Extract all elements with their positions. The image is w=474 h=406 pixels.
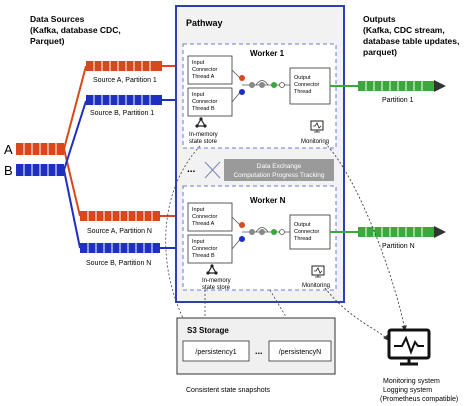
s3-storage-title: S3 Storage [187, 326, 229, 335]
source-a-label: A [4, 142, 13, 157]
outputs-subtitle-3: parquet) [363, 47, 397, 57]
worker-n-input-b-line1: Input [192, 239, 205, 245]
worker-1-dataflow-graph [231, 69, 290, 103]
monitoring-system-line1: Monitoring system [383, 378, 440, 385]
worker-1-state-store-line1: In-memory [189, 132, 218, 138]
worker-1-output-line2: Connector [294, 82, 320, 88]
worker-n-output-line1: Output [294, 222, 311, 228]
worker-1-input-b-line2: Connector [192, 99, 218, 105]
worker-n-input-a [187, 202, 233, 232]
data-sources-subtitle-2: Parquet) [30, 36, 65, 46]
worker-n-title: Worker N [250, 196, 286, 205]
data-exchange-arrows-icon [204, 161, 221, 179]
worker-n-monitoring-label: Monitoring [302, 283, 330, 289]
worker-n-state-store-icon [206, 264, 218, 275]
partition-bn-label: Source B, Partition N [86, 260, 151, 267]
worker-n-input-b-line2: Connector [192, 246, 218, 252]
partition-an-queue [80, 211, 160, 221]
source-a-queue [16, 143, 64, 155]
s3-ellipsis: ... [255, 346, 263, 356]
s3-persistency-1 [182, 340, 250, 362]
source-b-label: B [4, 163, 13, 178]
worker-n-input-a-line2: Connector [192, 214, 218, 220]
s3-persistency-1-label: /persistency1 [195, 349, 236, 356]
partition-a1-queue [86, 61, 162, 71]
workers-ellipsis: ... [187, 164, 196, 175]
source-b-queue [16, 164, 64, 176]
monitoring-system-line3: (Prometheus compatible) [380, 396, 458, 403]
worker-n-input-a-line3: Thread A [192, 221, 215, 227]
worker-1-output-line3: Thread [294, 89, 311, 95]
outputs-title: Outputs [363, 14, 396, 24]
worker-n-state-store-line1: In-memory [202, 278, 231, 284]
worker-n-dataflow-graph [231, 216, 290, 250]
monitoring-system-line2: Logging system [383, 387, 432, 394]
monitoring-system-icon [387, 328, 431, 366]
split-line-a1 [63, 65, 87, 150]
worker-n-monitoring-icon [311, 265, 325, 278]
partition-a1-label: Source A, Partition 1 [93, 77, 157, 84]
monitoring-link-n [324, 287, 389, 341]
data-sources-subtitle-1: (Kafka, database CDC, [30, 25, 121, 35]
worker-1-monitoring-label: Monitoring [301, 139, 329, 145]
worker-1-state-store-line2: state store [189, 139, 218, 145]
worker-1-input-b-line3: Thread B [192, 106, 215, 112]
data-exchange-line1: Data Exchange [257, 163, 302, 170]
split-line-bn [63, 169, 81, 249]
worker-n-state-store-line2: state store [202, 285, 231, 291]
worker-1-input-a-line3: Thread A [192, 74, 215, 80]
worker-1-state-store-icon [195, 117, 207, 128]
outputs-subtitle-1: (Kafka, CDC stream, [363, 25, 445, 35]
worker-n-input-b [187, 234, 233, 264]
partition-b1-queue [86, 95, 162, 105]
output-partition-n-queue [358, 227, 436, 237]
s3-persistency-n [268, 340, 332, 362]
worker-1-input-a-line1: Input [192, 60, 205, 66]
worker-1-input-a [187, 55, 233, 85]
worker-1-output-line1: Output [294, 75, 311, 81]
worker-1-title: Worker 1 [250, 49, 285, 58]
partition-bn-queue [80, 243, 160, 253]
worker-n-input-a-line1: Input [192, 207, 205, 213]
partition-b1-label: Source B, Partition 1 [90, 110, 154, 117]
worker-n-output-line3: Thread [294, 236, 311, 242]
pathway-title: Pathway [186, 18, 223, 28]
output-partition-1-queue [358, 81, 436, 91]
data-exchange-box [224, 159, 334, 181]
snapshots-caption: Consistent state snapshots [186, 387, 271, 394]
data-exchange-line2: Computation Progress Tracking [233, 172, 324, 179]
worker-1-input-a-line2: Connector [192, 67, 218, 73]
worker-1-monitoring-icon [310, 120, 324, 133]
worker-1-input-b-line1: Input [192, 92, 205, 98]
monitoring-link-1 [324, 142, 407, 331]
data-sources-title: Data Sources [30, 14, 85, 24]
worker-n-output-line2: Connector [294, 229, 320, 235]
split-line-b1 [63, 100, 87, 171]
partition-an-label: Source A, Partition N [87, 228, 152, 235]
worker-n-input-b-line3: Thread B [192, 253, 215, 259]
worker-1-input-b [187, 87, 233, 117]
s3-persistency-n-label: /persistencyN [279, 349, 321, 356]
output-partition-n-label: Partition N [382, 243, 415, 250]
outputs-subtitle-2: database table updates, [363, 36, 459, 46]
output-partition-1-label: Partition 1 [382, 97, 414, 104]
